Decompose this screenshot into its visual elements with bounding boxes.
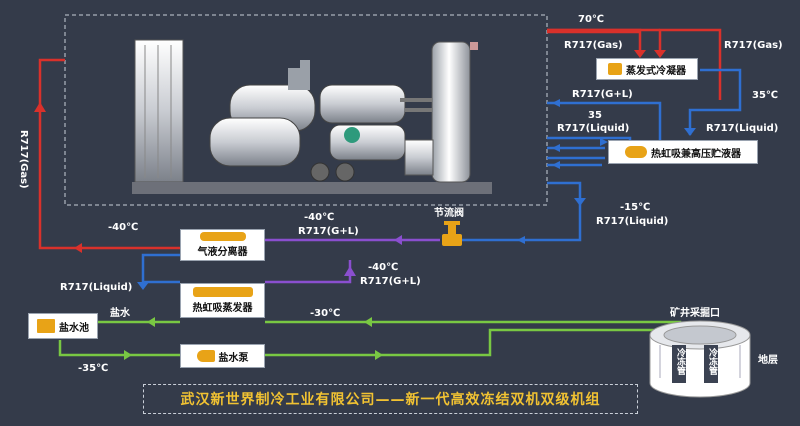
temp-35-right: 35℃ bbox=[752, 90, 779, 101]
ground-layer-label: 地层 bbox=[758, 355, 778, 366]
arrow-liq-7 bbox=[600, 138, 608, 146]
arrow-liq-3 bbox=[552, 99, 560, 107]
arrow-liq-6 bbox=[517, 236, 525, 244]
separator-icon bbox=[199, 232, 246, 241]
arrow-brine-1 bbox=[147, 317, 155, 327]
evaporator-icon bbox=[192, 287, 253, 297]
condenser-icon bbox=[608, 63, 622, 75]
r717-gas-vertical: R717(Gas) bbox=[18, 130, 29, 189]
arrow-liq-4 bbox=[552, 144, 560, 152]
brine-lines bbox=[58, 320, 712, 357]
temp-neg35: -35℃ bbox=[78, 363, 109, 374]
throttle-valve-label: 节流阀 bbox=[434, 208, 464, 219]
r717-gl-mid: R717(G+L) bbox=[298, 226, 359, 237]
r717-gl-low: R717(G+L) bbox=[360, 276, 421, 287]
arrow-liq-5 bbox=[552, 161, 560, 169]
temp-neg40-left: -40℃ bbox=[108, 222, 139, 233]
brine-pump: 盐水泵 bbox=[180, 344, 265, 368]
temp-70: 70℃ bbox=[578, 14, 605, 25]
r717-liquid-right: R717(Liquid) bbox=[706, 123, 779, 134]
r717-gl-top: R717(G+L) bbox=[572, 89, 633, 100]
temp-neg40-mid: -40℃ bbox=[304, 212, 335, 223]
brine-tank: 盐水池 bbox=[28, 313, 98, 339]
pump-icon bbox=[196, 350, 215, 362]
evaporative-condenser: 蒸发式冷凝器 bbox=[596, 58, 698, 80]
r717-liquid-mid: R717(Liquid) bbox=[557, 123, 630, 134]
thermosiphon-receiver: 热虹吸兼高压贮液器 bbox=[608, 140, 758, 164]
temp-neg15: -15℃ bbox=[620, 202, 651, 213]
r717-gas-left: R717(Gas) bbox=[564, 40, 623, 51]
arrow-2p-2 bbox=[344, 266, 356, 276]
arrow-suction-2 bbox=[74, 243, 82, 253]
separator-to-evaporator-line bbox=[141, 253, 180, 284]
arrow-brine-3 bbox=[124, 350, 132, 360]
arrow-gas-1 bbox=[634, 50, 646, 58]
unit-frame bbox=[64, 14, 548, 206]
temp-neg30: -30℃ bbox=[310, 308, 341, 319]
thermosiphon-evaporator: 热虹吸蒸发器 bbox=[180, 283, 265, 318]
r717-liquid-neg15: R717(Liquid) bbox=[596, 216, 669, 227]
throttle-valve-icon bbox=[442, 221, 462, 246]
brine-tank-icon bbox=[37, 319, 55, 333]
arrow-brine-4 bbox=[375, 350, 383, 360]
company-footer: 武汉新世界制冷工业有限公司——新一代高效冻结双机双级机组 bbox=[143, 384, 638, 414]
r717-liquid-left: R717(Liquid) bbox=[60, 282, 133, 293]
brine-label: 盐水 bbox=[110, 308, 130, 319]
r717-gas-right: R717(Gas) bbox=[724, 40, 783, 51]
evaporator-label: 热虹吸蒸发器 bbox=[192, 303, 253, 314]
arrow-sep-evap bbox=[137, 282, 149, 290]
receiver-icon bbox=[625, 146, 647, 158]
freeze-pipe-2: 冷冻管 bbox=[707, 348, 717, 375]
arrow-liq-1 bbox=[684, 128, 696, 136]
freeze-pipe-1: 冷冻管 bbox=[675, 348, 685, 375]
compressor-unit-illustration bbox=[132, 39, 492, 194]
brine-tank-label: 盐水池 bbox=[59, 322, 89, 334]
arrow-brine-2 bbox=[364, 317, 372, 327]
separator-label: 气液分离器 bbox=[197, 247, 248, 258]
gas-liquid-separator: 气液分离器 bbox=[180, 229, 265, 261]
arrow-suction bbox=[34, 102, 46, 112]
arrow-2p-1 bbox=[394, 235, 402, 245]
temp-35-left: 35 bbox=[588, 110, 602, 121]
receiver-label: 热虹吸兼高压贮液器 bbox=[651, 148, 741, 160]
hot-gas-lines bbox=[547, 28, 722, 100]
mine-shaft-illustration bbox=[649, 320, 751, 398]
arrow-liq-2 bbox=[574, 198, 586, 206]
evap-condenser-label: 蒸发式冷凝器 bbox=[626, 65, 686, 77]
shaft-opening-label: 矿井采掘口 bbox=[670, 308, 720, 319]
arrow-gas-2 bbox=[654, 50, 666, 58]
suction-gas-line bbox=[38, 58, 180, 250]
brine-pump-label: 盐水泵 bbox=[218, 352, 249, 364]
temp-neg40-low: -40℃ bbox=[368, 262, 399, 273]
